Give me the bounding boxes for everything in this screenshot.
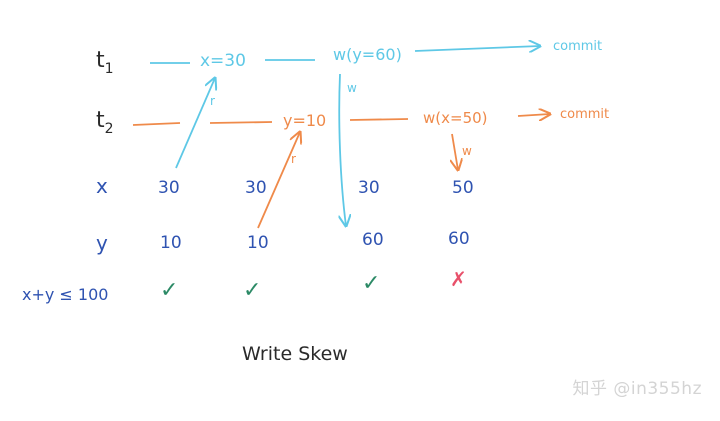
diagram-caption: Write Skew bbox=[242, 343, 348, 365]
watermark: 知乎 @in355hz bbox=[572, 379, 702, 399]
t1-read-arrow: r bbox=[175, 78, 215, 169]
row-y-value-4: 60 bbox=[448, 229, 470, 249]
row-x-value-3: 30 bbox=[358, 178, 380, 198]
constraint-check-2-icon: ✓ bbox=[243, 278, 261, 303]
row-x-value-4: 50 bbox=[452, 178, 474, 198]
row-x-value-2: 30 bbox=[245, 178, 267, 198]
t1-read-label: x=30 bbox=[200, 51, 246, 71]
t1-write-arrow-label: w bbox=[347, 81, 357, 95]
t1-commit-label: commit bbox=[553, 39, 602, 54]
t2-write-arrow: w bbox=[452, 133, 472, 170]
t2-write-arrow-label: w bbox=[462, 144, 472, 158]
row-label-y: y bbox=[96, 231, 108, 255]
constraint-check-3-icon: ✓ bbox=[362, 271, 380, 296]
t2-label: t2 bbox=[96, 108, 114, 137]
t1-timeline bbox=[150, 46, 540, 64]
row-label-constraint: x+y ≤ 100 bbox=[22, 285, 108, 304]
row-y-value-1: 10 bbox=[160, 233, 182, 253]
row-x-value-1: 30 bbox=[158, 178, 180, 198]
t2-commit-label: commit bbox=[560, 107, 609, 122]
row-label-x: x bbox=[96, 174, 108, 198]
t1-write-label: w(y=60) bbox=[333, 45, 402, 64]
t2-timeline bbox=[132, 114, 550, 126]
t2-read-arrow: r bbox=[257, 132, 300, 229]
t2-write-label: w(x=50) bbox=[423, 109, 488, 127]
row-y-value-3: 60 bbox=[362, 230, 384, 250]
constraint-cross-icon: ✗ bbox=[450, 267, 467, 291]
t1-read-arrow-label: r bbox=[210, 94, 215, 108]
t2-read-arrow-label: r bbox=[291, 152, 296, 166]
t1-write-arrow: w bbox=[339, 73, 357, 226]
t1-label: t1 bbox=[96, 48, 114, 77]
t2-read-label: y=10 bbox=[283, 111, 326, 130]
row-y-value-2: 10 bbox=[247, 233, 269, 253]
constraint-check-1-icon: ✓ bbox=[160, 278, 178, 303]
